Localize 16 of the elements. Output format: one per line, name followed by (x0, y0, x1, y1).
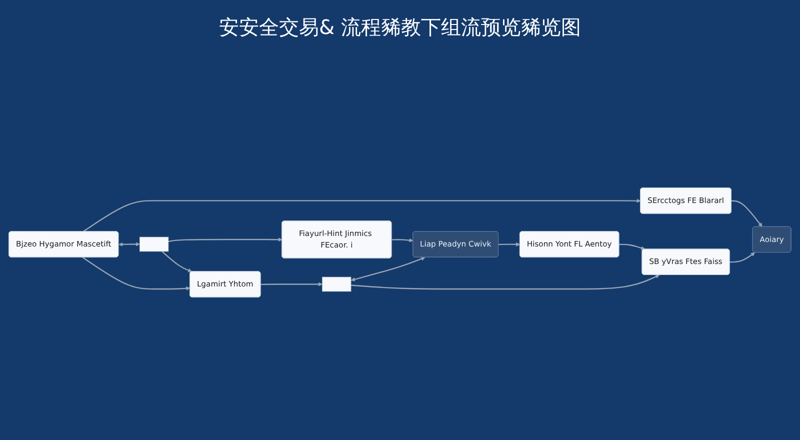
arrow (392, 238, 414, 242)
arrow (162, 250, 192, 272)
arrow (350, 274, 660, 290)
arrow (730, 252, 756, 262)
arrow (260, 282, 323, 286)
arrow (731, 200, 762, 227)
arrow (168, 237, 282, 242)
node-box (140, 236, 169, 252)
diagram-title: 安安全交易& 流程豨教下组流预览豨览图 (218, 14, 582, 41)
arrow (118, 242, 140, 246)
arrow (82, 198, 641, 232)
arrow (82, 256, 190, 290)
arrow (498, 242, 520, 246)
node-box (322, 276, 352, 292)
arrow (619, 243, 646, 250)
arrow (350, 256, 426, 281)
